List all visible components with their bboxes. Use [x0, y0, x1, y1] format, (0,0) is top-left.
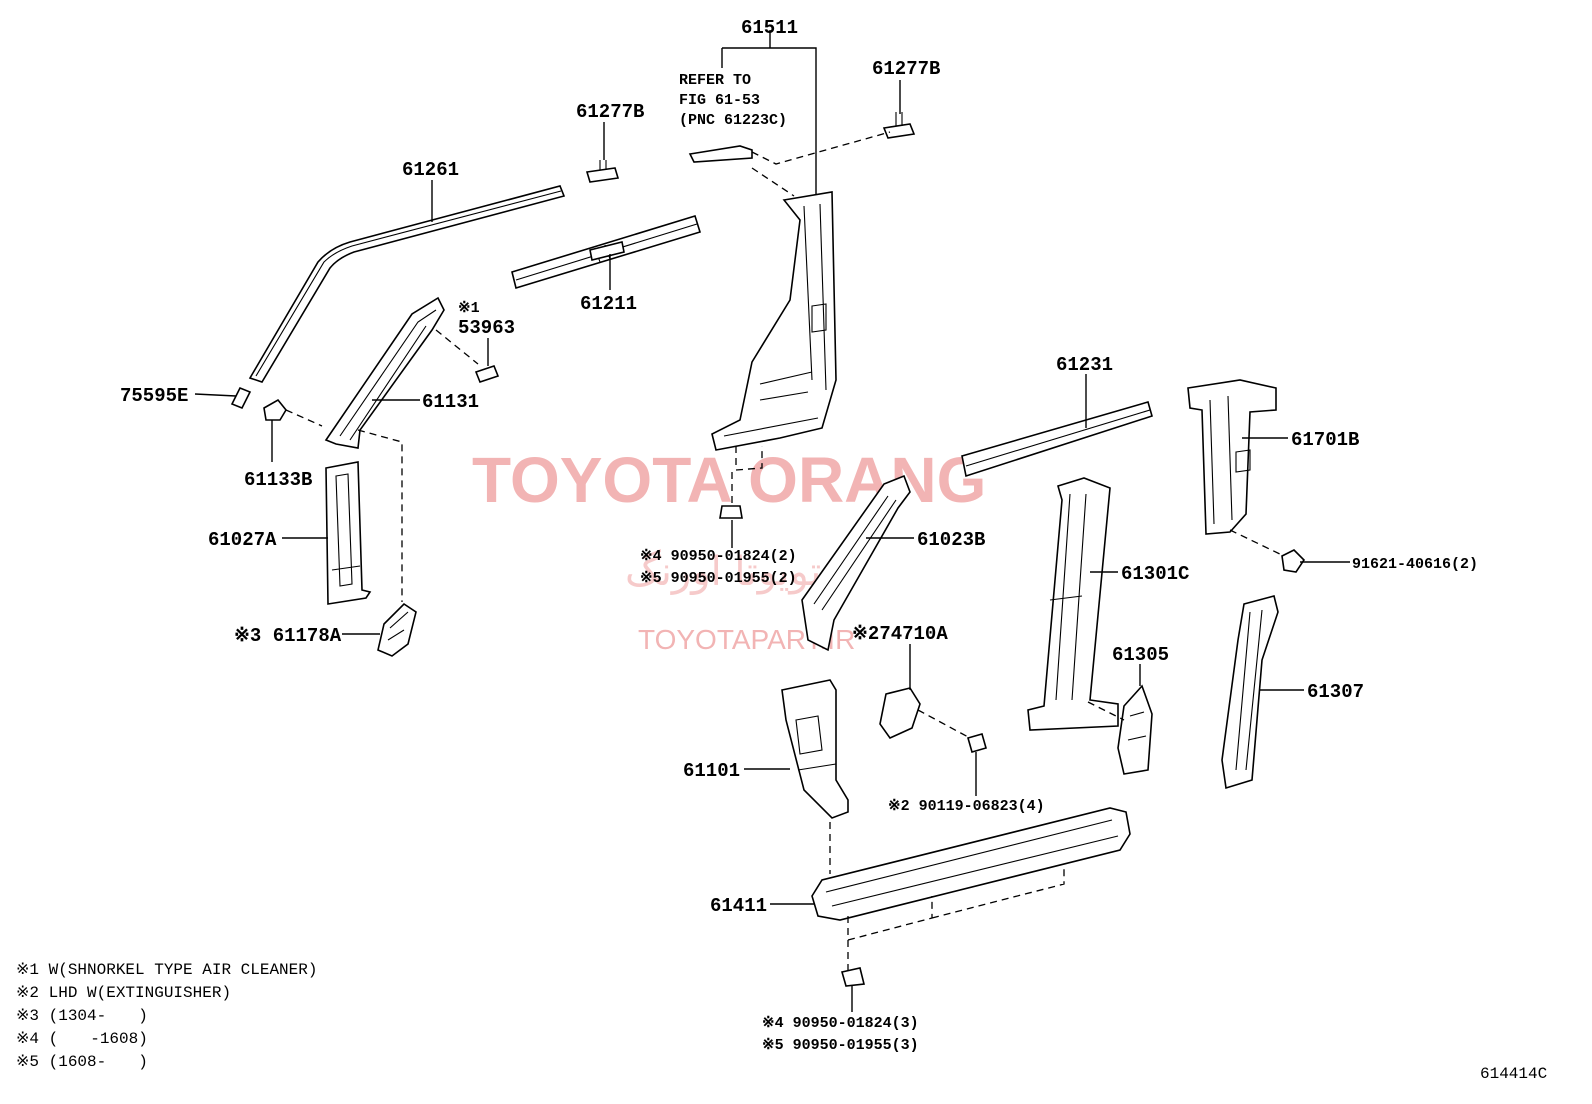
label-clip-upper-1[interactable]: ※4 90950-01824(2): [640, 548, 797, 565]
label-refer-line2: FIG 61-53: [679, 92, 760, 109]
part-61305-bracket[interactable]: [1117, 684, 1153, 775]
label-61027a[interactable]: 61027A: [208, 529, 277, 551]
part-labels: 61511 REFER TO FIG 61-53 (PNC 61223C) 61…: [120, 17, 1478, 1054]
label-53963[interactable]: 53963: [458, 317, 515, 339]
label-61305[interactable]: 61305: [1112, 644, 1169, 666]
label-75595e[interactable]: 75595E: [120, 385, 188, 407]
label-61277b-left[interactable]: 61277B: [576, 101, 644, 123]
label-clip-lower-1[interactable]: ※4 90950-01824(3): [762, 1015, 919, 1032]
part-61023b-pillar-inner[interactable]: [801, 474, 911, 652]
part-91621-bolt[interactable]: [1281, 549, 1306, 573]
part-61411-rocker[interactable]: [811, 807, 1131, 921]
label-61701b[interactable]: 61701B: [1291, 429, 1359, 451]
label-61023b[interactable]: 61023B: [917, 529, 985, 551]
part-clip-upper[interactable]: [719, 505, 743, 519]
footnote-3: ※3 (1304- ): [16, 1007, 148, 1025]
part-61307-pillar[interactable]: [1221, 595, 1279, 790]
part-61511-pillar-outer[interactable]: [711, 191, 837, 451]
part-61277b-left-clip[interactable]: [585, 160, 620, 183]
assembly-dashed-lines: [285, 131, 1285, 970]
part-274710a-bracket[interactable]: [879, 687, 921, 740]
label-61301c[interactable]: 61301C: [1121, 563, 1189, 585]
label-61261[interactable]: 61261: [402, 159, 459, 181]
footnotes: ※1 W(SHNORKEL TYPE AIR CLEANER) ※2 LHD W…: [16, 961, 317, 1071]
footnote-5: ※5 (1608- ): [16, 1053, 148, 1071]
label-61178a[interactable]: ※3 61178A: [234, 625, 342, 647]
label-refer-line1: REFER TO: [679, 72, 751, 89]
part-61178a-bracket[interactable]: [377, 602, 417, 657]
part-61277b-right-clip[interactable]: [882, 112, 916, 139]
part-61301c-pillar[interactable]: [1027, 477, 1119, 731]
label-bolt-upper[interactable]: 91621-40616(2): [1352, 556, 1478, 573]
part-61231-rail[interactable]: [961, 401, 1153, 478]
footnote-4: ※4 ( -1608): [16, 1030, 148, 1048]
footnote-2: ※2 LHD W(EXTINGUISHER): [16, 984, 231, 1002]
part-61027a-panel[interactable]: [325, 461, 372, 605]
label-61231[interactable]: 61231: [1056, 354, 1113, 376]
part-clip-lower[interactable]: [840, 967, 865, 987]
label-bolt-lower[interactable]: ※2 90119-06823(4): [888, 798, 1045, 815]
part-61211-roof-rail-inner[interactable]: [511, 215, 702, 290]
label-61277b-right[interactable]: 61277B: [872, 58, 940, 80]
part-61701b-panel[interactable]: [1187, 379, 1277, 535]
label-61211[interactable]: 61211: [580, 293, 637, 315]
part-61133b-clip[interactable]: [263, 398, 287, 421]
watermark-farsi-text: تویوتا اورنگ: [625, 549, 821, 595]
footnote-1: ※1 W(SHNORKEL TYPE AIR CLEANER): [16, 961, 317, 979]
leader-lines: [194, 30, 1350, 1012]
part-53963-bracket[interactable]: [474, 365, 500, 383]
part-61223c-reference-strip[interactable]: [688, 145, 753, 163]
label-61411[interactable]: 61411: [710, 895, 767, 917]
label-274710a[interactable]: ※274710A: [852, 623, 948, 645]
label-clip-upper-2[interactable]: ※5 90950-01955(2): [640, 570, 797, 587]
part-61101-panel[interactable]: [781, 679, 849, 819]
label-61131[interactable]: 61131: [422, 391, 479, 413]
label-61133b[interactable]: 61133B: [244, 469, 312, 491]
figure-id: 614414C: [1480, 1065, 1547, 1083]
label-61101[interactable]: 61101: [683, 760, 740, 782]
part-90119-bolt[interactable]: [967, 733, 987, 753]
label-61307[interactable]: 61307: [1307, 681, 1364, 703]
label-53963-mark: ※1: [458, 300, 480, 317]
label-refer-line3[interactable]: (PNC 61223C): [679, 112, 787, 129]
part-61131-pillar[interactable]: [324, 296, 445, 449]
part-75595e-strip[interactable]: [230, 386, 252, 410]
part-61261-roof-rail[interactable]: [248, 185, 566, 383]
label-61511[interactable]: 61511: [741, 17, 798, 39]
label-clip-lower-2[interactable]: ※5 90950-01955(3): [762, 1037, 919, 1054]
